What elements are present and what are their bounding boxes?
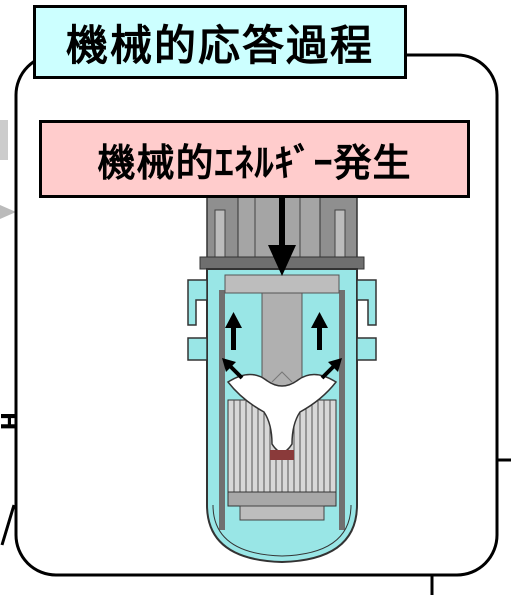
barrel-right <box>339 290 345 530</box>
left-edge-gray-stub <box>0 120 8 160</box>
nozzle-left-upper <box>187 279 208 326</box>
subtitle-text: 機械的ｴﾈﾙｷﾞｰ発生 <box>97 140 412 185</box>
up-arrow-icon <box>225 312 242 350</box>
title-text: 機械的応答過程 <box>65 20 374 70</box>
up-arrow-icon <box>311 312 328 350</box>
debris <box>270 450 294 460</box>
nozzle-right-upper <box>356 279 377 326</box>
barrel-left <box>219 290 225 530</box>
gas-bubble <box>226 373 338 453</box>
title-label: 機械的応答過程 <box>33 5 407 79</box>
lower-core-plate <box>227 491 337 507</box>
nozzle-left-lower <box>187 337 208 361</box>
nozzle-right-lower <box>356 337 377 361</box>
down-arrow-icon <box>268 198 296 276</box>
diagonal-arrow-icon <box>320 358 342 380</box>
subtitle-label: 機械的ｴﾈﾙｷﾞｰ発生 <box>39 120 470 198</box>
left-arrow-line-icon <box>0 504 16 546</box>
diagonal-arrow-icon <box>222 358 244 380</box>
left-arrow-stub-icon <box>0 205 16 219</box>
